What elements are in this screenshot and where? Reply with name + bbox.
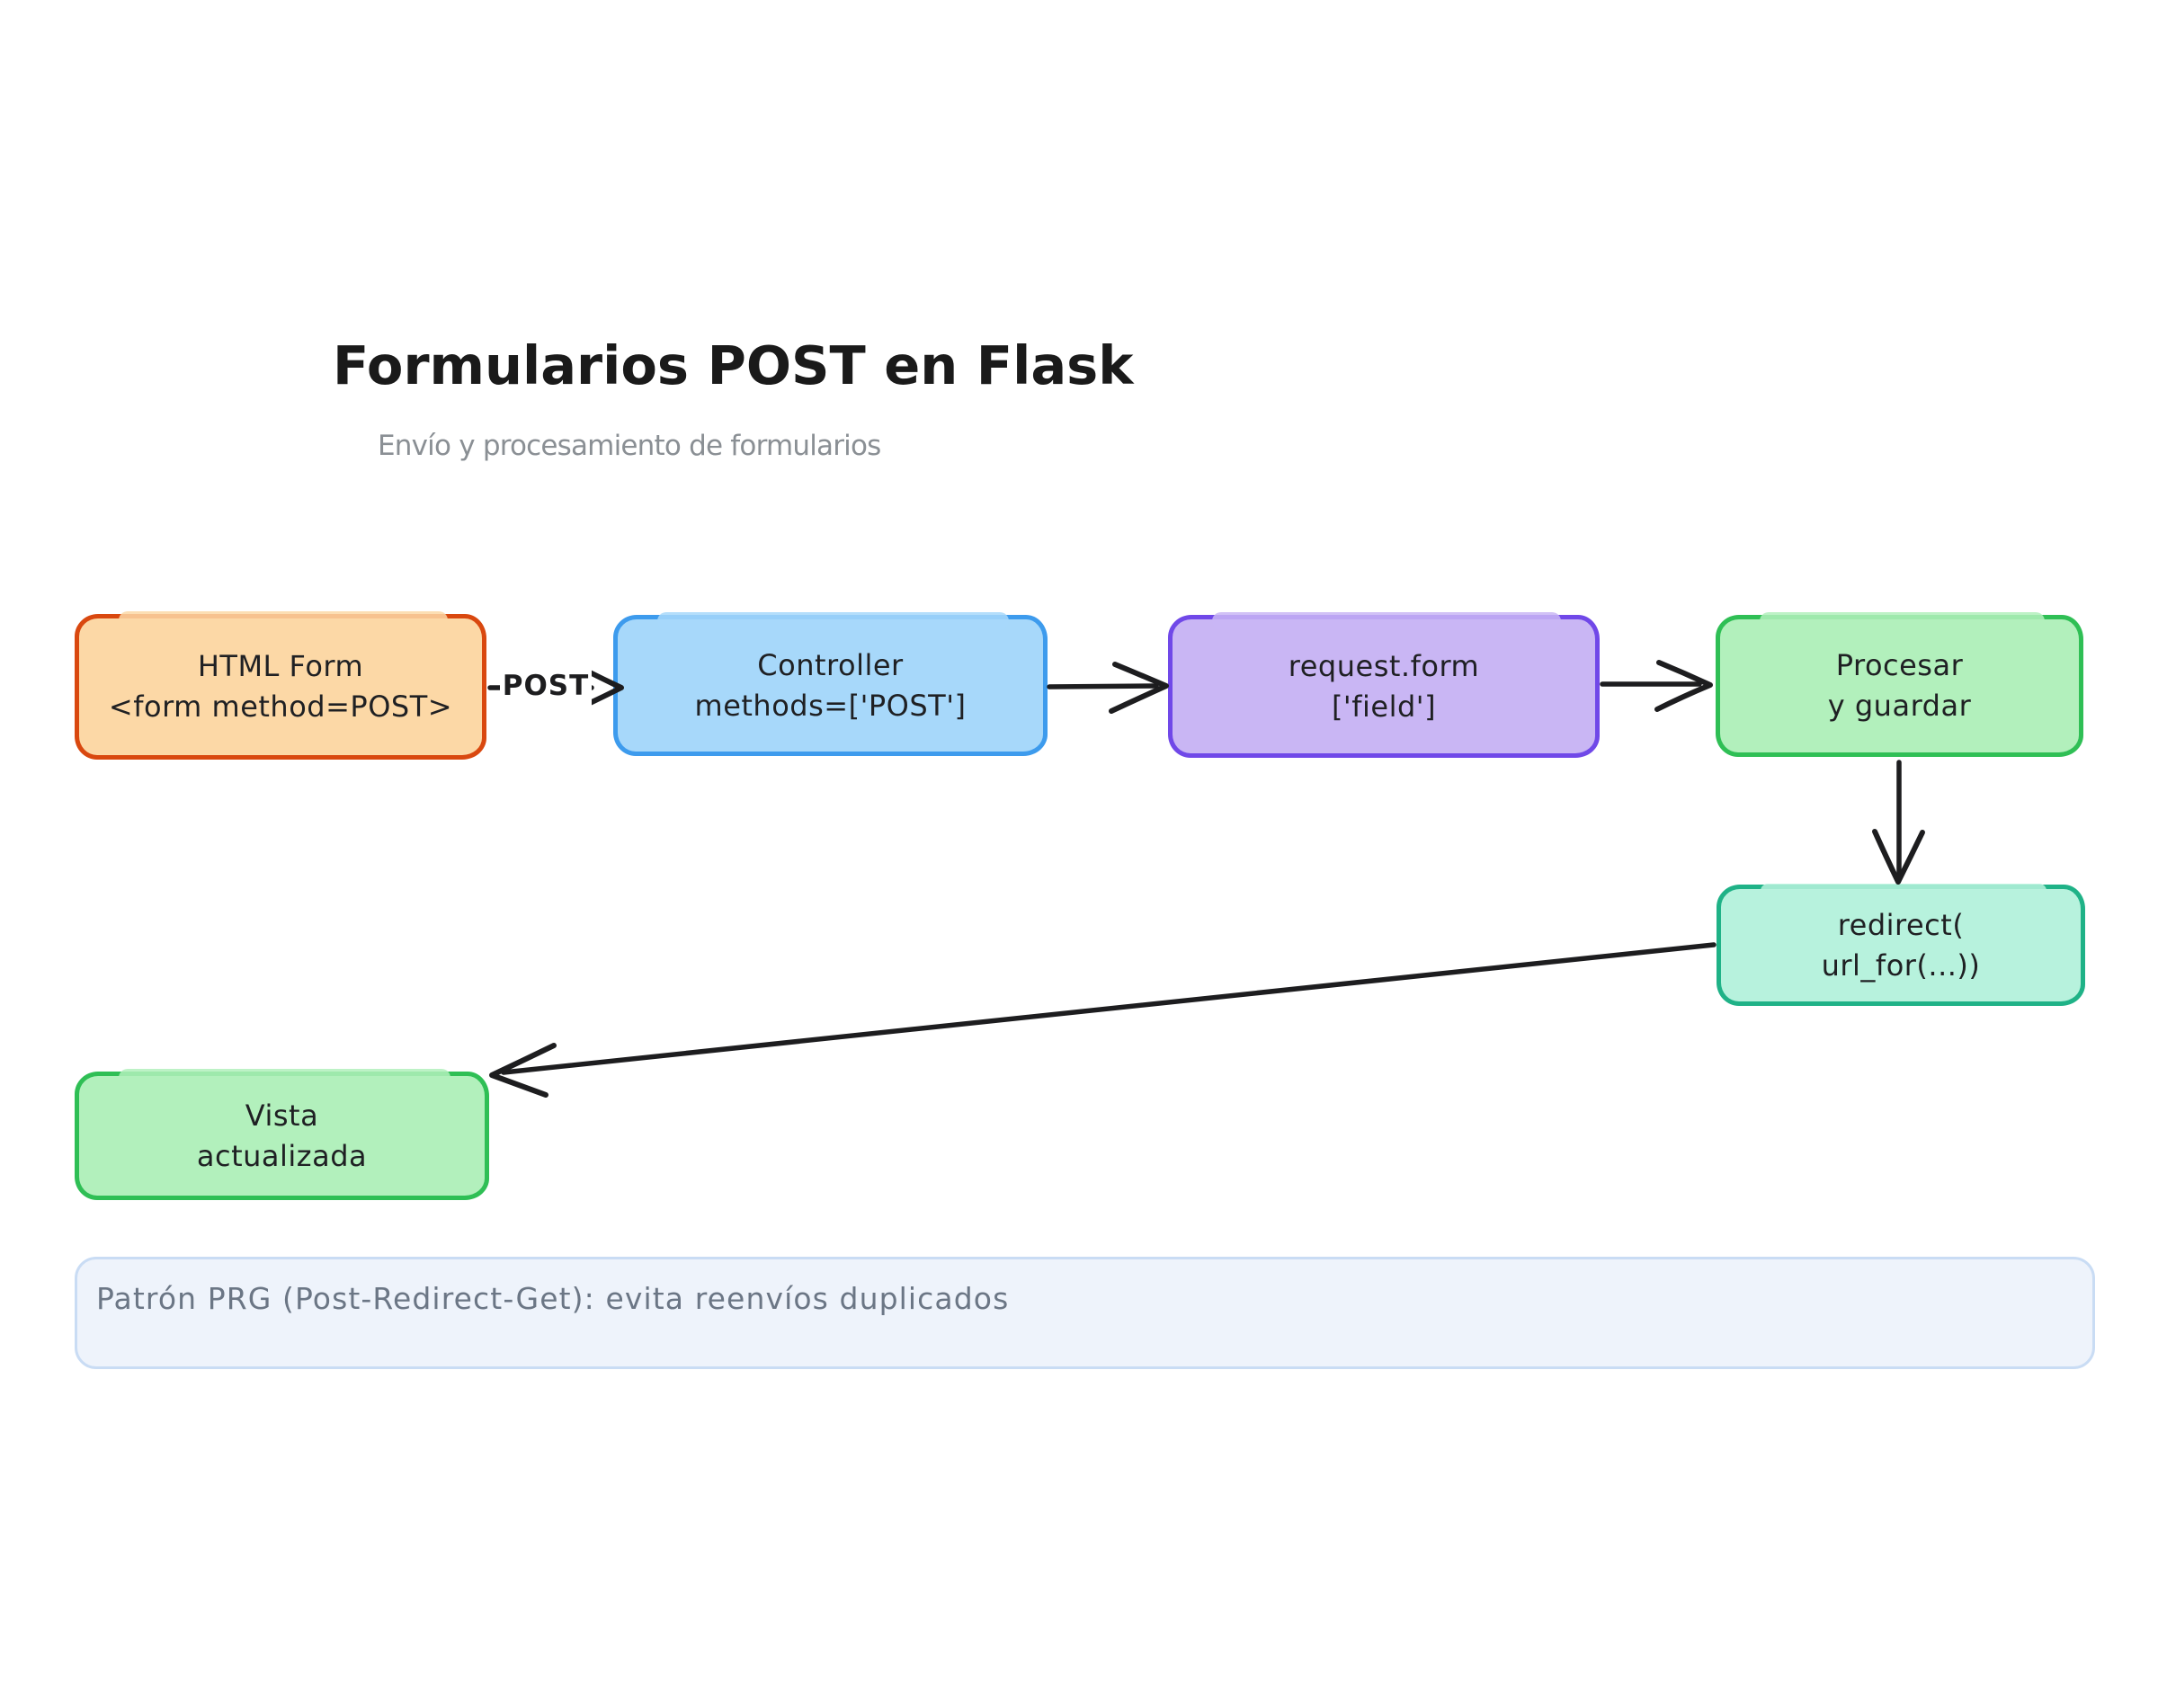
node-html-form: HTML Form <form method=POST> — [75, 611, 486, 760]
node-request-form-line2: ['field'] — [1331, 689, 1437, 724]
node-request-form-line1: request.form — [1288, 648, 1480, 683]
node-controller-line1: Controller — [757, 647, 904, 682]
node-redirect-line2: url_for(...)) — [1821, 947, 1981, 983]
node-vista-line1: Vista — [245, 1098, 319, 1133]
arrow-requestform-to-procesar — [1600, 660, 1713, 712]
node-procesar-line2: y guardar — [1827, 689, 1972, 723]
page-subtitle: Envío y procesamiento de formularios — [378, 430, 881, 462]
node-redirect-line1: redirect( — [1837, 907, 1965, 942]
arrow-controller-to-requestform — [1047, 662, 1169, 714]
note-text: Patrón PRG (Post-Redirect-Get): evita re… — [96, 1281, 1010, 1316]
node-html-form-line1: HTML Form — [197, 649, 364, 683]
arrow-redirect-to-vista — [489, 942, 1717, 1098]
note-banner: Patrón PRG (Post-Redirect-Get): evita re… — [75, 1257, 2095, 1369]
node-controller-line2: methods=['POST'] — [694, 688, 967, 723]
node-vista: Vista actualizada — [75, 1069, 489, 1200]
node-request-form: request.form ['field'] — [1168, 612, 1600, 758]
node-html-form-line2: <form method=POST> — [108, 689, 453, 724]
node-vista-line2: actualizada — [196, 1138, 368, 1173]
edge-label-post: POST — [500, 663, 592, 708]
node-controller: Controller methods=['POST'] — [613, 612, 1048, 756]
node-procesar: Procesar y guardar — [1716, 612, 2083, 757]
node-procesar-line1: Procesar — [1835, 648, 1964, 682]
node-redirect: redirect( url_for(...)) — [1717, 884, 2085, 1006]
page-title: Formularios POST en Flask — [333, 334, 1134, 396]
arrow-procesar-to-redirect — [1872, 760, 1925, 885]
